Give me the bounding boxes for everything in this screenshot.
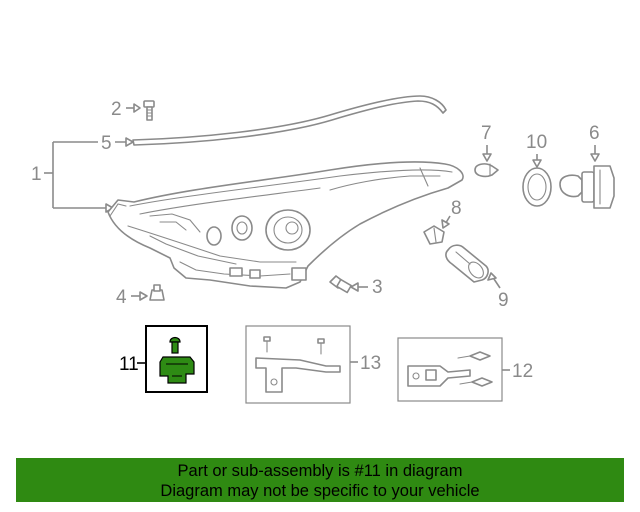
bulb-part-6 (559, 145, 615, 209)
callout-10: 10 (526, 132, 547, 153)
callout-12: 12 (512, 361, 533, 382)
bulb-part-8 (423, 215, 451, 245)
trim-strip-part-5 (115, 95, 447, 147)
socket-part-9 (445, 244, 501, 289)
seal-ring-part-10 (522, 154, 552, 207)
callout-7: 7 (481, 123, 492, 144)
bracket-part-13 (255, 336, 341, 393)
callout-6: 6 (589, 123, 600, 144)
callout-2: 2 (111, 99, 122, 120)
assembly-bracket-1 (44, 141, 114, 213)
callout-11: 11 (119, 354, 139, 375)
callout-13: 13 (360, 353, 381, 374)
callout-5: 5 (101, 133, 112, 154)
bolt-part-2 (126, 100, 155, 121)
kit-box-13 (245, 325, 358, 404)
clip-part-4 (131, 284, 165, 301)
callout-3: 3 (372, 277, 383, 298)
headlamp-assembly (107, 161, 464, 289)
callout-9: 9 (498, 290, 509, 311)
banner-line-1: Part or sub-assembly is #11 in diagram (177, 462, 463, 480)
kit-box-12 (397, 337, 510, 402)
info-banner: Part or sub-assembly is #11 in diagram D… (16, 458, 624, 502)
callout-1: 1 (31, 164, 42, 185)
bracket-part-12 (407, 351, 493, 387)
callout-4: 4 (116, 287, 127, 308)
bracket-part-11 (159, 336, 195, 384)
bulb-part-7 (474, 145, 499, 178)
screw-part-3 (329, 275, 368, 294)
banner-line-2: Diagram may not be specific to your vehi… (160, 482, 480, 500)
callout-8: 8 (451, 198, 462, 219)
